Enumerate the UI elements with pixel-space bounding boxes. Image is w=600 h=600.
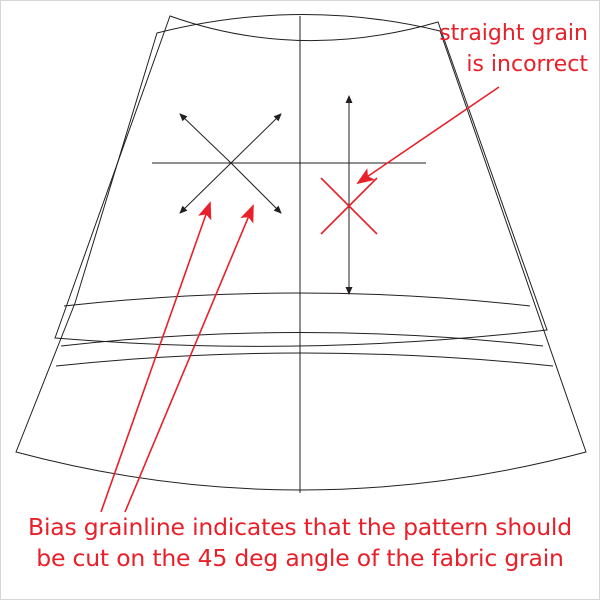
- straight-grain-annotation: straight grain is incorrect: [408, 18, 588, 80]
- bias-grain-annotation-line-1: Bias grainline indicates that the patter…: [28, 513, 572, 541]
- bias-callout-arrow-right: [124, 204, 254, 513]
- straight-grain-callout-arrow: [356, 86, 500, 185]
- bias-grain-annotation-line-2: be cut on the 45 deg angle of the fabric…: [36, 544, 564, 572]
- bias-callout-arrow-left: [100, 201, 212, 513]
- skirt-panel-back: [54, 15, 548, 347]
- diagonal-cross-double-arrow-icon: [179, 113, 282, 214]
- straight-grain-annotation-line-1: straight grain: [439, 21, 588, 46]
- hem-band-line-2: [60, 332, 544, 347]
- hem-band-line-3: [55, 352, 554, 367]
- straight-grain-annotation-line-2: is incorrect: [466, 52, 588, 77]
- x-mark-icon: [320, 177, 378, 235]
- bias-grain-annotation: Bias grainline indicates that the patter…: [0, 512, 600, 574]
- skirt-panel-front: [15, 14, 587, 491]
- hem-band-line-1: [63, 292, 531, 307]
